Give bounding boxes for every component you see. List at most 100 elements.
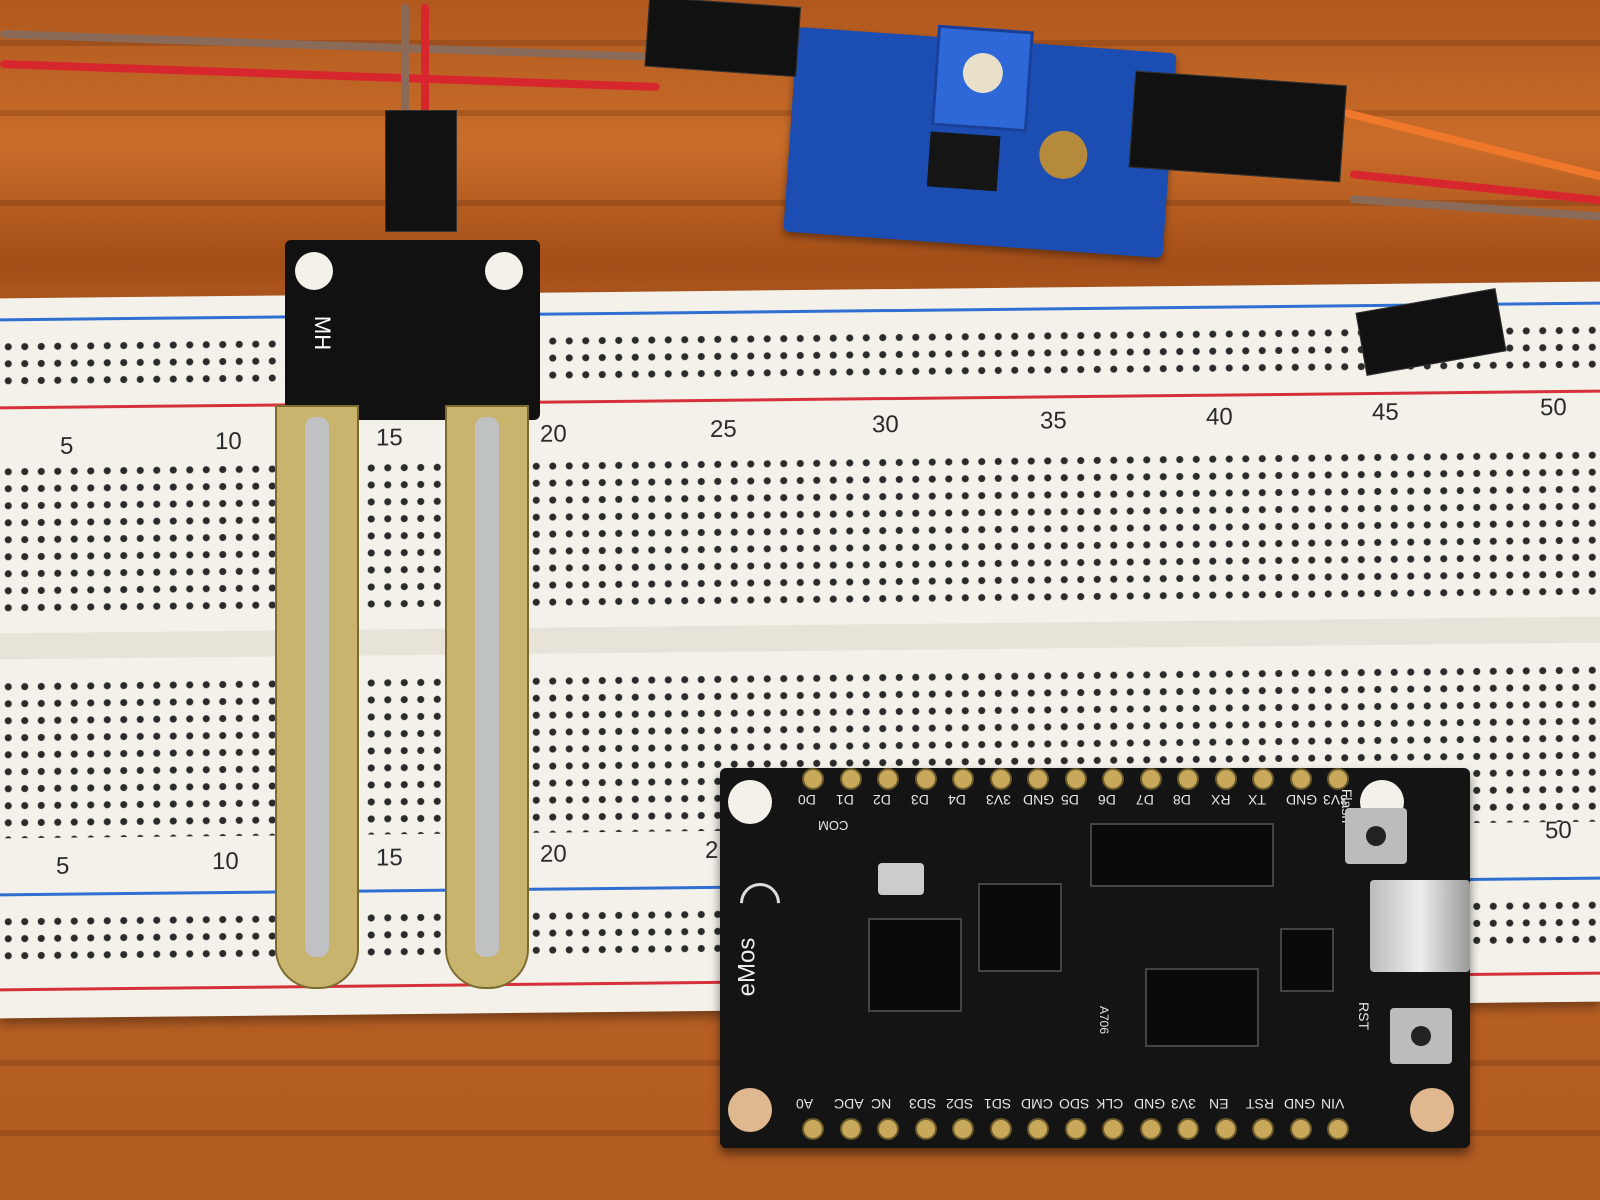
pin-label: D8 <box>1173 792 1191 808</box>
row-number: 20 <box>540 840 567 868</box>
prong-electrode <box>305 417 329 957</box>
pin-label: D1 <box>835 792 854 808</box>
row-number: 45 <box>1372 398 1399 427</box>
row-number: 5 <box>60 432 74 460</box>
pin-label: RX <box>1210 792 1230 808</box>
center-channel <box>0 616 1600 660</box>
pin-label: CLK <box>1096 1096 1124 1112</box>
header-pin <box>877 768 899 790</box>
header-pin <box>1102 1118 1124 1140</box>
header-pin <box>802 768 824 790</box>
header-pin <box>1027 1118 1049 1140</box>
pin-label: 3V3 <box>1323 792 1348 808</box>
micro-usb-port[interactable] <box>1370 880 1470 972</box>
mount-hole <box>485 252 523 290</box>
button-cap <box>1411 1026 1431 1046</box>
row-number: 50 <box>1540 393 1567 422</box>
header-pin <box>1139 1118 1162 1140</box>
crystal <box>878 863 924 895</box>
row-number: 20 <box>540 420 567 448</box>
pin-label: SD1 <box>983 1096 1011 1112</box>
pin-label: GND <box>1133 1096 1165 1112</box>
probe-prong-left <box>275 405 359 989</box>
pin-label: GND <box>1283 1096 1315 1112</box>
pin-label: GND <box>1285 792 1317 808</box>
logo-text: eMos <box>733 937 761 997</box>
header-pin <box>914 1118 937 1140</box>
header-pin <box>1327 1118 1349 1140</box>
header-pin <box>1027 768 1049 790</box>
pin-label: D4 <box>948 792 966 808</box>
header-pin <box>1252 1118 1274 1140</box>
pin-label: 3V3 <box>985 792 1011 808</box>
pin-label: CMD <box>1021 1096 1053 1112</box>
usb-serial-chip <box>868 918 962 1012</box>
module-connector-right <box>1128 70 1347 183</box>
reset-button[interactable] <box>1390 1008 1452 1064</box>
voltage-regulator-chip <box>978 883 1062 972</box>
comparator-module <box>644 0 1347 259</box>
pin-label: NC <box>871 1096 892 1112</box>
header-pin <box>839 1118 862 1140</box>
pin-label: TX <box>1248 792 1266 808</box>
header-pin <box>802 1118 824 1140</box>
wemos-logo: eMos <box>720 874 790 1033</box>
row-number: 2 <box>705 836 719 864</box>
button-cap <box>1366 826 1386 846</box>
soil-moisture-probe: MH <box>275 110 540 1020</box>
pin-label: D3 <box>910 792 929 808</box>
header-pin <box>989 768 1012 790</box>
header-pin <box>1289 768 1312 790</box>
header-pin <box>914 768 937 790</box>
row-number: 30 <box>872 410 899 439</box>
driver-chip <box>1090 823 1274 887</box>
row-number: 35 <box>1040 407 1067 435</box>
mount-hole <box>1037 129 1089 181</box>
wifi-icon <box>731 874 789 932</box>
prong-electrode <box>475 417 499 957</box>
header-pin <box>1102 768 1124 790</box>
header-pin <box>952 768 974 790</box>
pin-label: D0 <box>798 792 816 808</box>
potentiometer-knob <box>961 51 1005 95</box>
probe-head: MH <box>285 240 540 420</box>
chip-label: A706 <box>1097 1005 1112 1035</box>
pin-label: 3V3 <box>1171 1096 1196 1112</box>
rail-red-top <box>0 389 1600 410</box>
pin-label: SD3 <box>908 1096 936 1112</box>
pin-label: VIN <box>1321 1096 1345 1112</box>
pin-label: ADC <box>833 1096 864 1112</box>
red-wire-probe <box>421 4 429 124</box>
ic-small <box>1280 928 1334 992</box>
row-number: 50 <box>1545 816 1572 845</box>
regulator <box>1145 968 1259 1047</box>
header-pin <box>1064 768 1087 790</box>
probe-label: MH <box>310 315 336 351</box>
mount-hole <box>1410 1088 1454 1132</box>
mount-hole <box>728 780 772 824</box>
pin-label: D5 <box>1060 792 1079 808</box>
terminal-holes-upper <box>0 446 1600 614</box>
header-pin <box>1064 1118 1087 1140</box>
pin-label: A0 <box>796 1096 814 1112</box>
pin-label: D2 <box>873 792 891 808</box>
brown-wire-probe <box>401 4 409 124</box>
pin-label: D7 <box>1135 792 1154 808</box>
row-number: 5 <box>56 852 70 880</box>
header-pin <box>877 1118 899 1140</box>
flash-button[interactable] <box>1345 808 1407 864</box>
header-pin <box>989 1118 1012 1140</box>
header-pin <box>1214 768 1237 790</box>
red-wire <box>0 60 660 92</box>
header-pin <box>1214 1118 1237 1140</box>
header-pin <box>1252 768 1274 790</box>
header-pin <box>952 1118 974 1140</box>
potentiometer[interactable] <box>931 24 1034 133</box>
header-pin <box>1289 1118 1312 1140</box>
row-number: 40 <box>1206 403 1233 431</box>
pin-label: D6 <box>1098 792 1116 808</box>
rst-label: RST <box>1356 1002 1372 1030</box>
header-pin <box>1177 1118 1199 1140</box>
pin-label: RST <box>1246 1096 1274 1112</box>
row-number: 10 <box>215 427 242 456</box>
